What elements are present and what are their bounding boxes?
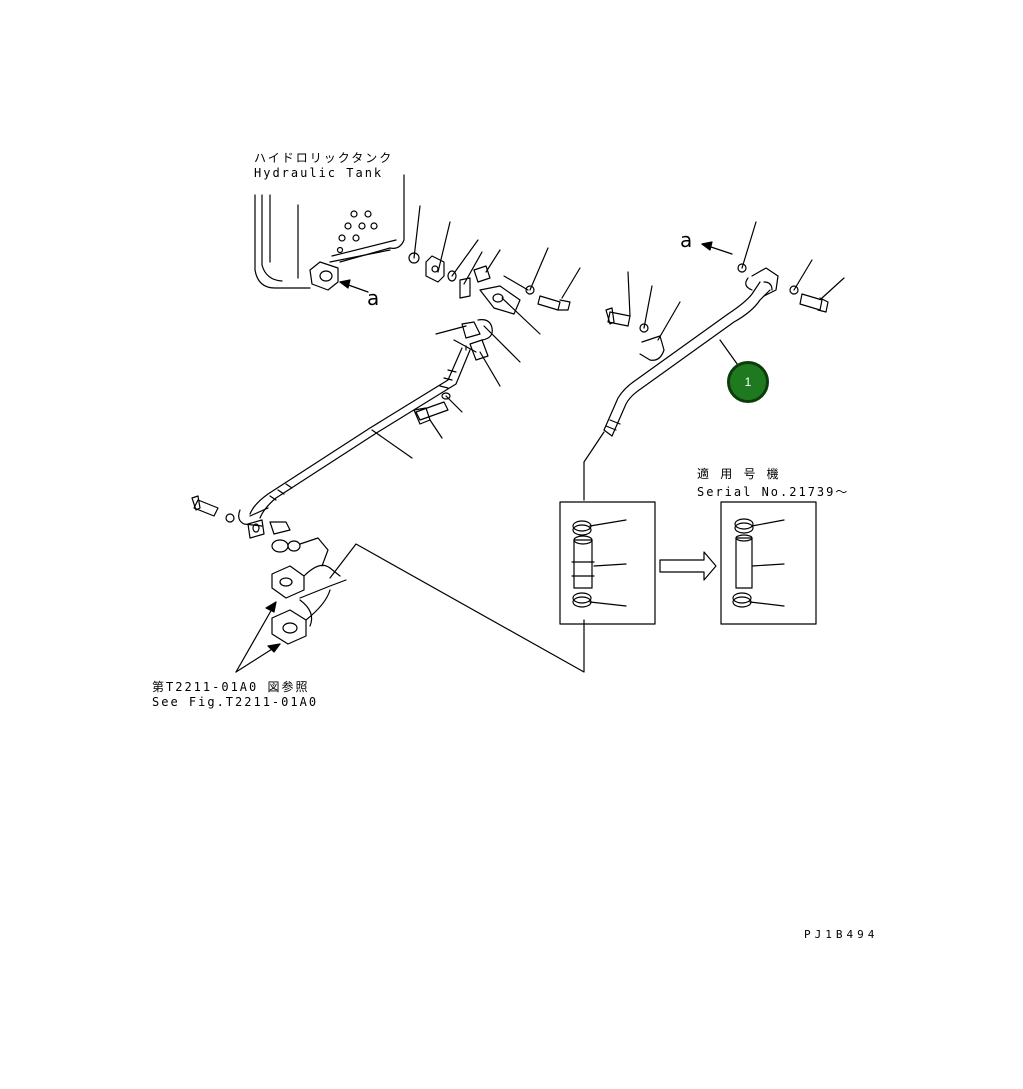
tank-label-jp: ハイドロリックタンク bbox=[254, 151, 394, 165]
right-pipe-drawing bbox=[603, 221, 845, 437]
left-pipe-drawing bbox=[238, 345, 471, 527]
detail-box-after-drawing bbox=[720, 501, 817, 625]
lower-left-fittings-drawing bbox=[191, 495, 347, 645]
reference-arrows-drawing bbox=[235, 601, 281, 673]
drawing-code: PJ1B494 bbox=[804, 928, 879, 941]
hydraulic-tank-drawing bbox=[254, 174, 405, 293]
transition-arrow-drawing bbox=[659, 551, 717, 581]
reference-label-en: See Fig.T2211-01A0 bbox=[152, 695, 319, 709]
reference-label-jp: 第T2211-01A0 図参照 bbox=[152, 680, 310, 694]
detail-box-before-drawing bbox=[559, 501, 656, 625]
tank-label-en: Hydraulic Tank bbox=[254, 166, 384, 180]
marker-a-right: a bbox=[680, 228, 693, 252]
part-callout-number: 1 bbox=[744, 375, 752, 389]
marker-a-left: a bbox=[367, 286, 380, 310]
applicable-label-jp: 適 用 号 機 bbox=[697, 467, 781, 481]
leader-lines-drawing bbox=[329, 431, 605, 673]
upper-fittings-drawing bbox=[408, 205, 581, 439]
applicable-label-en: Serial No.21739～ bbox=[697, 485, 850, 499]
part-callout-1[interactable]: 1 bbox=[727, 361, 769, 403]
